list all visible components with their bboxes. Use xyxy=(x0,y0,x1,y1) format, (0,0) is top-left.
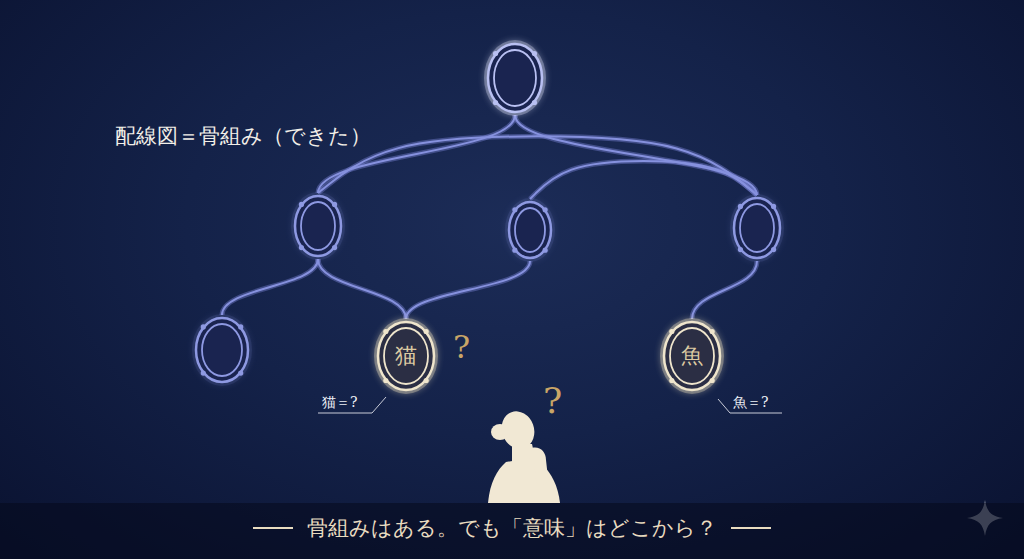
concept-node: 猫 xyxy=(375,319,437,393)
connector-glow xyxy=(318,259,406,319)
question-mark: ? xyxy=(453,331,470,363)
oval-ring xyxy=(193,315,251,385)
caption-dash xyxy=(731,527,771,529)
concept-node: 魚 xyxy=(661,319,723,393)
wiring-connector xyxy=(530,161,757,199)
meaning-label: 猫＝? xyxy=(322,395,358,409)
oval-ring xyxy=(485,41,545,115)
wiring-node xyxy=(485,41,545,115)
node-label: 猫 xyxy=(395,345,417,367)
connector-glow xyxy=(222,259,318,315)
wiring-connector xyxy=(515,115,757,195)
wiring-node xyxy=(292,193,344,259)
oval-ring xyxy=(731,195,783,261)
wiring-connector xyxy=(318,259,406,319)
caption-dash xyxy=(253,527,293,529)
question-mark: ? xyxy=(543,383,562,419)
wiring-node xyxy=(193,315,251,385)
wiring-connector xyxy=(406,261,530,319)
wiring-connector xyxy=(222,259,318,315)
meaning-label: 魚＝? xyxy=(733,395,769,409)
wiring-node xyxy=(506,199,554,261)
oval-ring xyxy=(506,199,554,261)
connector-glow xyxy=(530,161,757,199)
caption-row: 骨組みはある。でも「意味」はどこから？ xyxy=(0,503,1024,553)
connector-glow xyxy=(692,261,757,319)
wiring-node xyxy=(731,195,783,261)
node-label: 魚 xyxy=(681,345,703,367)
diagram-title: 配線図＝骨組み（できた） xyxy=(115,122,371,150)
connector-glow xyxy=(406,261,530,319)
thinking-woman-silhouette xyxy=(488,407,560,503)
wiring-connector xyxy=(692,261,757,319)
wiring-connector xyxy=(318,136,757,195)
oval-ring xyxy=(292,193,344,259)
caption: 骨組みはある。でも「意味」はどこから？ xyxy=(307,514,717,542)
